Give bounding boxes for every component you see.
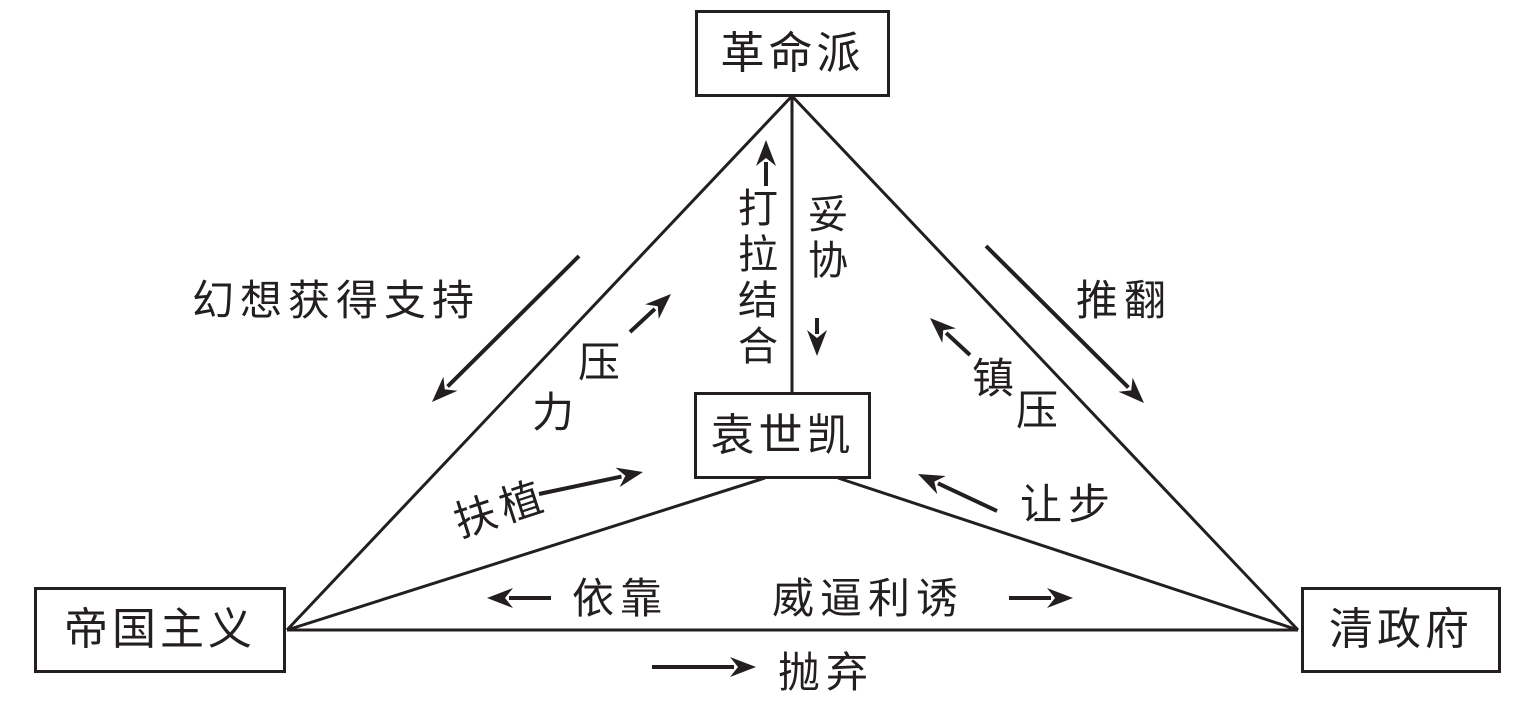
label-da-la-jie-he: 打拉结合 xyxy=(738,186,778,370)
node-revolutionaries: 革命派 xyxy=(695,10,890,97)
arrow-illusion-support-shaft xyxy=(446,254,581,388)
arrow-coerce-head xyxy=(1047,588,1073,608)
arrow-tuo-xie-down-head xyxy=(807,330,827,356)
label-illusion-support: 幻想获得支持 xyxy=(192,276,481,325)
label-overthrow: 推翻 xyxy=(1076,276,1173,325)
node-revolutionaries-label: 革命派 xyxy=(720,27,865,79)
arrow-da-la-up-head xyxy=(756,140,776,166)
node-yuan-shikai: 袁世凯 xyxy=(694,392,871,479)
edge-imperialism-yuan xyxy=(286,476,766,632)
arrow-suppress-shaft xyxy=(944,331,972,357)
node-imperialism-label: 帝国主义 xyxy=(64,604,256,655)
arrow-abandon-head xyxy=(730,657,756,677)
edge-revolutionaries-qing xyxy=(790,94,1300,632)
label-coerce-entice: 威逼利诱 xyxy=(772,574,965,623)
label-suppress-char-1: 镇 xyxy=(972,354,1021,403)
node-qing-government: 清政府 xyxy=(1301,587,1501,673)
node-yuan-shikai-label: 袁世凯 xyxy=(710,409,855,461)
arrow-suppress-head xyxy=(930,318,956,343)
arrow-pressure-head xyxy=(645,294,671,320)
label-suppress-char-2: 压 xyxy=(1016,386,1065,435)
label-tuo-xie: 妥协 xyxy=(808,192,848,284)
label-pressure-char-1: 压 xyxy=(578,338,627,387)
arrow-concession-shaft xyxy=(937,481,998,513)
edge-qing-yuan xyxy=(837,476,1299,632)
arrow-concession-head xyxy=(918,474,946,495)
label-pressure-char-2: 力 xyxy=(532,388,581,437)
arrow-overthrow-head xyxy=(1118,377,1144,403)
arrow-pressure-shaft xyxy=(628,307,657,334)
arrow-illusion-support-head xyxy=(432,376,458,402)
node-qing-government-label: 清政府 xyxy=(1329,604,1473,655)
arrow-foster-shaft xyxy=(538,474,622,496)
arrow-rely-on-head xyxy=(487,588,513,608)
label-concession: 让步 xyxy=(1020,480,1117,529)
edge-revolutionaries-imperialism xyxy=(285,94,794,632)
label-abandon: 抛弃 xyxy=(778,648,875,697)
node-imperialism: 帝国主义 xyxy=(34,587,286,673)
arrow-foster-head xyxy=(615,467,643,488)
label-rely-on: 依靠 xyxy=(572,574,669,623)
arrow-overthrow-shaft xyxy=(984,244,1130,389)
